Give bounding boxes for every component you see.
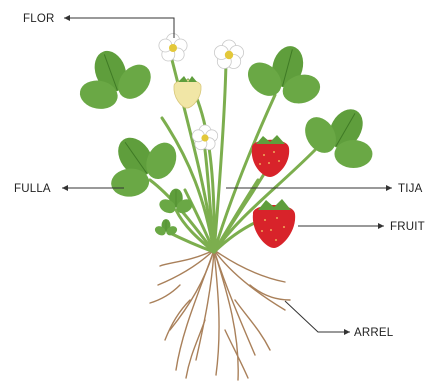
label-stem: TIJA <box>398 183 423 195</box>
strawberry-upper <box>252 135 289 177</box>
label-flower: FLOR <box>23 13 54 25</box>
strawberry-lower <box>253 199 295 248</box>
leaf-right <box>289 90 393 185</box>
leaf-top-left <box>63 37 164 123</box>
flower-pointer <box>64 18 174 38</box>
leaf-top-right <box>236 35 334 116</box>
flower-2 <box>214 40 243 69</box>
label-fruit: FRUIT <box>390 221 425 233</box>
roots <box>150 250 290 380</box>
flower-1 <box>159 34 187 62</box>
label-root: ARREL <box>354 327 394 339</box>
root-pointer <box>285 301 350 332</box>
flower-3 <box>192 125 217 150</box>
label-leaf: FULLA <box>14 183 51 195</box>
